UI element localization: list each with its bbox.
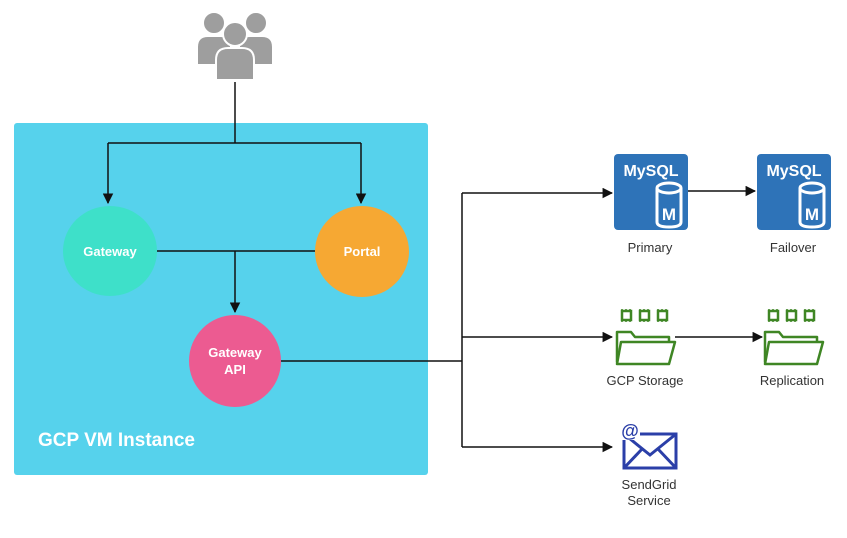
mysql-primary-label: Primary	[627, 240, 673, 255]
gcp-storage-icon	[615, 309, 677, 366]
mysql-failover-letter: M	[805, 205, 819, 224]
sendgrid-label-line1: SendGrid	[621, 477, 677, 492]
gcp-vm-instance-box	[14, 123, 428, 475]
gcp-storage-label: GCP Storage	[606, 373, 684, 388]
mysql-primary-icon: MySQL M	[614, 154, 688, 230]
vm-instance-title: GCP VM Instance	[38, 430, 195, 451]
gateway-api-node: Gateway API	[189, 315, 281, 407]
portal-node: Portal	[315, 206, 409, 297]
mysql-failover-icon: MySQL M	[757, 154, 831, 230]
mysql-primary-logo-text: MySQL	[623, 163, 678, 180]
mysql-primary-letter: M	[662, 205, 676, 224]
mysql-failover-label: Failover	[769, 240, 817, 255]
portal-label: Portal	[343, 244, 381, 259]
mysql-failover-logo-text: MySQL	[766, 163, 821, 180]
replication-storage-icon	[763, 309, 825, 366]
email-envelope-icon: @	[620, 422, 678, 470]
gateway-node: Gateway	[63, 206, 157, 296]
replication-label: Replication	[759, 373, 825, 388]
users-group-icon	[196, 11, 274, 81]
gateway-label: Gateway	[83, 243, 137, 259]
gateway-api-label-line2: API	[224, 362, 246, 377]
email-at-symbol: @	[621, 422, 639, 441]
gateway-api-label-line1: Gateway	[208, 345, 262, 360]
gateway-api-label: Gateway API	[208, 344, 261, 378]
sendgrid-label-line2: Service	[627, 493, 671, 508]
sendgrid-label: SendGrid Service	[622, 477, 677, 509]
